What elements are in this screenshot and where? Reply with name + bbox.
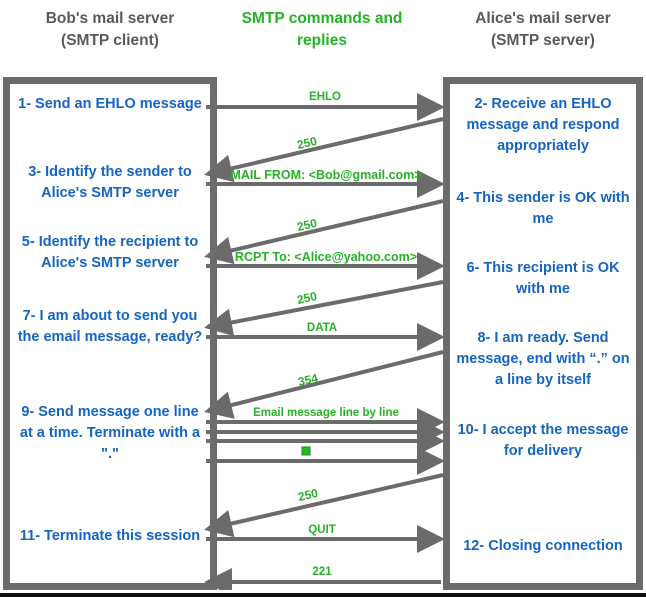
label-msg-data: DATA — [306, 322, 338, 334]
arrow-reply-250-d — [204, 473, 444, 538]
label-msg-rcptto: RCPT To: <Alice@yahoo.com> — [234, 250, 418, 264]
server-step-6: 6- This recipient is OK with me — [466, 260, 620, 297]
label-msg-mailfrom: MAIL FROM: <Bob@gmail.com> — [230, 168, 422, 182]
channel-heading-line2: replies — [297, 32, 347, 49]
smtp-message-channel: EHLO 250 MAIL FROM: <Bob@gmail.com> 250 … — [200, 77, 450, 590]
client-step-5: 5- Identify the recipient to Alice's SMT… — [21, 234, 199, 271]
arrow-reply-250-a — [204, 117, 444, 183]
arrows-svg — [204, 93, 445, 590]
server-heading-line1: Alice's mail server — [475, 10, 611, 27]
column-heading-server: Alice's mail server (SMTP server) — [443, 8, 643, 52]
server-panel-inner: 2- Receive an EHLO message and respond a… — [450, 84, 636, 583]
server-step-8: 8- I am ready. Send message, end with “.… — [456, 330, 630, 388]
server-step-12: 12- Closing connection — [463, 538, 623, 554]
client-step-7: 7- I am about to send you the email mess… — [17, 308, 203, 345]
label-msg-body: Email message line by line — [253, 407, 399, 419]
arrow-reply-354 — [204, 350, 444, 419]
column-heading-client: Bob's mail server (SMTP client) — [3, 8, 217, 52]
label-msg-quit: QUIT — [308, 524, 336, 536]
client-step-1: 1- Send an EHLO message — [18, 96, 202, 112]
client-heading-line1: Bob's mail server — [45, 10, 175, 27]
bottom-divider — [0, 593, 646, 597]
server-panel: 2- Receive an EHLO message and respond a… — [443, 77, 643, 590]
label-reply-221: 221 — [312, 566, 332, 578]
message-terminator-dot — [301, 446, 311, 456]
server-step-4: 4- This sender is OK with me — [456, 190, 630, 227]
client-panel-inner: 1- Send an EHLO message 3- Identify the … — [10, 84, 210, 583]
arrow-reply-250-c — [204, 280, 444, 337]
column-heading-channel: SMTP commands and replies — [222, 8, 422, 52]
client-panel: 1- Send an EHLO message 3- Identify the … — [3, 77, 217, 590]
server-heading-line2: (SMTP server) — [491, 32, 595, 49]
client-step-9: 9- Send message one line at a time. Term… — [19, 404, 201, 462]
arrow-reply-250-b — [204, 199, 444, 265]
server-step-10: 10- I accept the message for delivery — [457, 422, 629, 459]
client-step-3: 3- Identify the sender to Alice's SMTP s… — [28, 164, 192, 201]
client-step-11: 11- Terminate this session — [19, 528, 201, 544]
label-msg-ehlo: EHLO — [309, 91, 341, 103]
client-heading-line2: (SMTP client) — [61, 32, 159, 49]
server-step-2: 2- Receive an EHLO message and respond a… — [466, 96, 620, 154]
channel-heading-line1: SMTP commands and — [241, 10, 403, 27]
